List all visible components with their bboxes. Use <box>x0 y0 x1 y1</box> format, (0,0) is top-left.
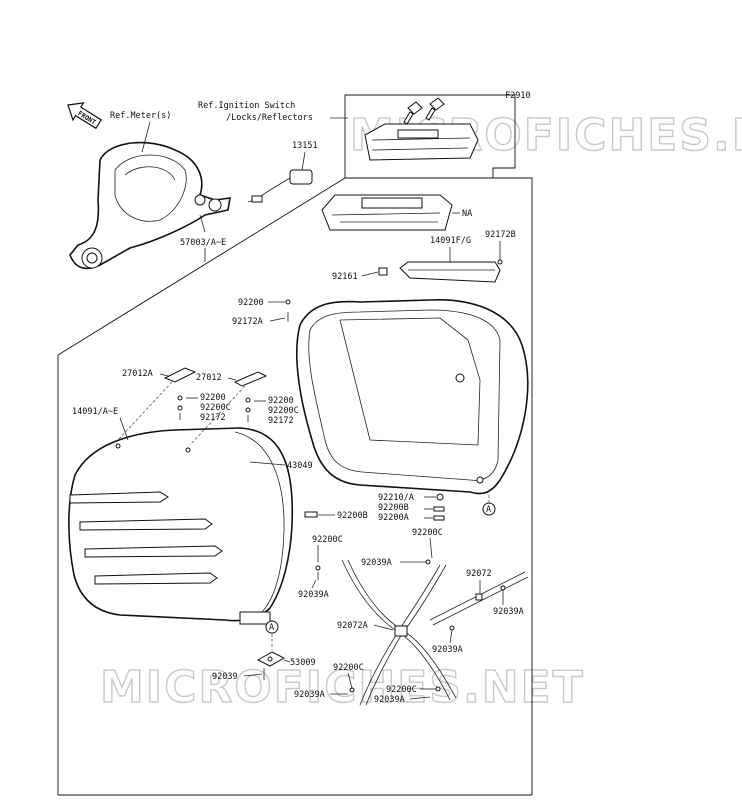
key-icon <box>403 97 445 125</box>
ignition-switch <box>247 169 313 203</box>
callout-92172a: 92172A <box>232 317 263 327</box>
meter-housing <box>69 141 231 270</box>
bracket-27012a <box>163 367 197 383</box>
callout-92039a-a: 92039A <box>298 590 329 600</box>
callout-92200c-d: 92200C <box>412 528 443 538</box>
strap-92072a <box>341 559 457 706</box>
callout-92210a: 92210/A <box>378 493 414 503</box>
callout-92200c-f: 92200C <box>386 685 417 695</box>
callout-14091fg: 14091F/G <box>430 236 471 246</box>
bracket-53009 <box>256 651 286 667</box>
callout-92200c-e: 92200C <box>333 663 364 673</box>
ref-meter-label: Ref.Meter(s) <box>110 111 171 121</box>
callout-92200-c: 92200 <box>268 396 294 406</box>
callout-92172-b: 92172 <box>268 416 294 426</box>
callout-92039a-e: 92039A <box>294 690 325 700</box>
callout-43049: 43049 <box>287 461 313 471</box>
callout-13151: 13151 <box>292 141 318 151</box>
callout-92039a-c: 92039A <box>493 607 524 617</box>
callout-92200a: 92200A <box>378 513 409 523</box>
ignition-inset <box>344 94 516 179</box>
callout-14091ae: 14091/A~E <box>72 407 118 417</box>
callout-92172b: 92172B <box>485 230 516 240</box>
callout-92200-a: 92200 <box>238 298 264 308</box>
callout-92200b-b: 92200B <box>337 511 368 521</box>
control-module <box>321 194 453 231</box>
callout-92172-a: 92172 <box>200 413 226 423</box>
bolt-stack-left <box>177 395 183 420</box>
callout-92039a-b: 92039A <box>361 558 392 568</box>
strap-92072 <box>429 571 529 626</box>
ref-ignition-label-2: /Locks/Reflectors <box>226 113 313 123</box>
callout-92200c-c: 92200C <box>312 535 343 545</box>
callout-92200-b: 92200 <box>200 393 226 403</box>
callout-92161: 92161 <box>332 272 358 282</box>
bolt-stack-right <box>245 397 251 422</box>
callout-na: NA <box>462 209 472 219</box>
callout-92200b-a: 92200B <box>378 503 409 513</box>
case-cover <box>68 427 294 625</box>
marker-a-left <box>265 620 279 634</box>
callout-92039: 92039 <box>212 672 238 682</box>
bracket-27012 <box>233 371 268 387</box>
callout-27012: 27012 <box>196 373 222 383</box>
callout-92200c-b: 92200C <box>268 406 299 416</box>
marker-a-left-label: A <box>269 623 274 633</box>
callout-92039a-f: 92039A <box>374 695 405 705</box>
callout-92200c-a: 92200C <box>200 403 231 413</box>
reflector-strip <box>399 261 501 283</box>
callout-92072a: 92072A <box>337 621 368 631</box>
callout-27012a: 27012A <box>122 369 153 379</box>
front-arrow-icon: FRONT <box>67 102 103 130</box>
callout-92039a-d: 92039A <box>432 645 463 655</box>
callout-57003: 57003/A~E <box>180 238 226 248</box>
case-open <box>295 299 529 495</box>
callout-53009: 53009 <box>290 658 316 668</box>
ref-ignition-label-1: Ref.Ignition Switch <box>198 101 295 111</box>
callout-92072: 92072 <box>466 569 492 579</box>
diagram-code: F2910 <box>505 91 531 101</box>
watermark-bottom: MICROFICHES.NET <box>100 662 585 713</box>
marker-a-right-label: A <box>486 505 491 515</box>
